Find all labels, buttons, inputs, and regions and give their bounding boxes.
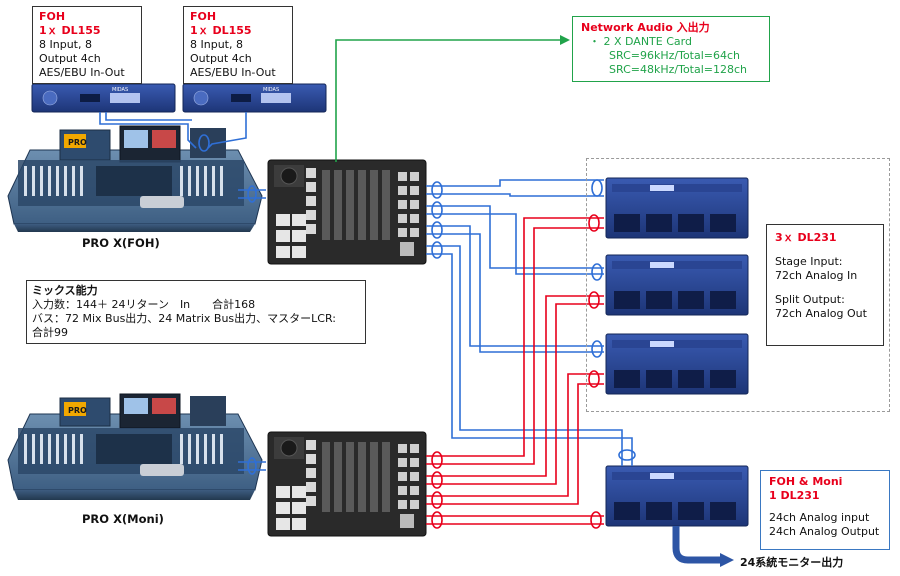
svg-text:MIDAS: MIDAS [263, 87, 279, 93]
network-audio-info: Network Audio 入出力 ・ 2 X DANTE Card SRC=9… [572, 16, 770, 82]
mix-capability-title: ミックス能力 [32, 284, 98, 297]
dl155-a-line-2: Output 4ch [39, 52, 101, 65]
dl231-split-output-label: Split Output: [775, 293, 845, 306]
dl231-unit-1 [605, 177, 749, 239]
network-chassis-foh [267, 159, 427, 265]
network-audio-link [335, 35, 570, 162]
dl155-unit-b: MIDAS [182, 83, 327, 113]
foh-moni-input: 24ch Analog input [769, 511, 870, 524]
monitor-output-arrow [672, 526, 734, 567]
moni-console-link [238, 457, 266, 475]
network-audio-src-48: SRC=48kHz/Total=128ch [609, 63, 748, 76]
dl231-split-output-value: 72ch Analog Out [775, 307, 867, 320]
dl231-group-area [586, 158, 890, 412]
foh-moni-model: 1 DL231 [769, 489, 820, 502]
dl231-group-title: 3ｘ DL231 [775, 231, 837, 244]
dl231-unit-3 [605, 333, 749, 395]
mix-capability-inputs: 入力数：144＋ 24リターン In 合計168 [32, 298, 256, 311]
svg-text:MIDAS: MIDAS [112, 87, 128, 93]
foh-moni-output: 24ch Analog Output [769, 525, 880, 538]
console-foh: PRO [7, 125, 263, 232]
dl231-stage-input-label: Stage Input: [775, 255, 843, 268]
foh-console-link [238, 185, 266, 203]
mix-capability-info: ミックス能力 入力数：144＋ 24リターン In 合計168 バス：72 Mi… [26, 280, 366, 344]
network-audio-title: Network Audio 入出力 [581, 21, 710, 34]
dl155-a-info: FOH 1ｘ DL155 8 Input, 8 Output 4ch AES/E… [32, 6, 142, 84]
network-audio-src-96: SRC=96kHz/Total=64ch [609, 49, 741, 62]
dl231-unit-2 [605, 254, 749, 316]
network-audio-card: ・ 2 X DANTE Card [589, 35, 692, 48]
monitor-output-label: 24系統モニター出力 [740, 556, 844, 569]
dl155-b-model: 1ｘ DL155 [190, 24, 252, 37]
dl155-b-title: FOH [190, 10, 217, 23]
mix-capability-total: 合計99 [32, 326, 68, 339]
foh-blue-cables [426, 179, 636, 466]
dl155-a-title: FOH [39, 10, 66, 23]
foh-moni-dl231-info: FOH & Moni 1 DL231 24ch Analog input 24c… [760, 470, 890, 550]
dl155-unit-a: MIDAS [31, 83, 176, 113]
dl155-b-line-3: AES/EBU In-Out [190, 66, 276, 79]
dl231-group-info: 3ｘ DL231 Stage Input: 72ch Analog In Spl… [766, 224, 884, 346]
dl155-b-info: FOH 1ｘ DL155 8 Input, 8 Output 4ch AES/E… [183, 6, 293, 84]
dl155-cables [99, 112, 247, 152]
console-moni-label: PRO X(Moni) [82, 512, 164, 526]
network-chassis-moni [267, 431, 427, 537]
console-moni: PRO [7, 393, 263, 500]
moni-red-cables [426, 214, 604, 529]
dl155-a-line-1: 8 Input, 8 [39, 38, 92, 51]
dl231-unit-4 [605, 465, 749, 527]
mix-capability-buses: バス：72 Mix Bus出力、24 Matrix Bus出力、マスターLCR: [32, 312, 336, 325]
dl155-b-line-2: Output 4ch [190, 52, 252, 65]
svg-text:PRO: PRO [68, 406, 87, 415]
dl155-a-line-3: AES/EBU In-Out [39, 66, 125, 79]
foh-moni-title: FOH & Moni [769, 475, 843, 488]
svg-text:PRO: PRO [68, 138, 87, 147]
dl155-b-line-1: 8 Input, 8 [190, 38, 243, 51]
dl231-stage-input-value: 72ch Analog In [775, 269, 858, 282]
console-foh-label: PRO X(FOH) [82, 236, 160, 250]
dl155-a-model: 1ｘ DL155 [39, 24, 101, 37]
